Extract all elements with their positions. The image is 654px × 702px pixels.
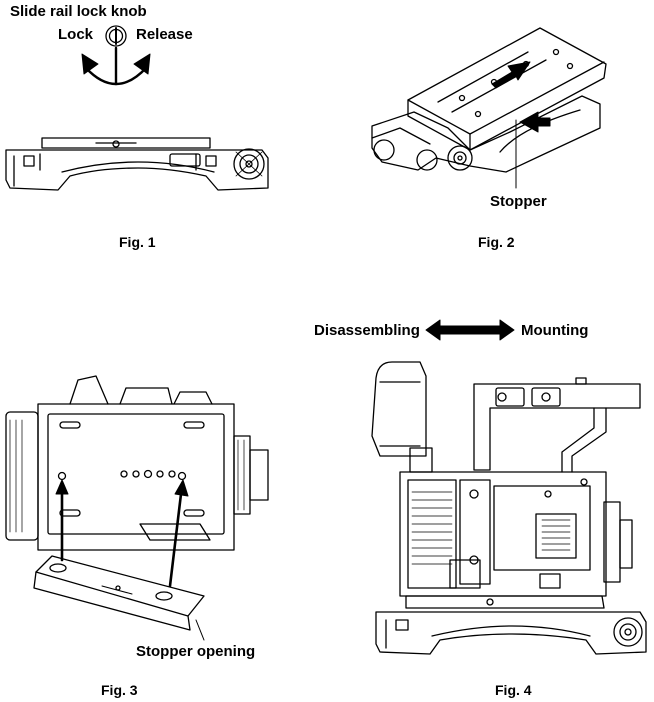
fig4-illustration	[371, 319, 647, 655]
tripod-plate-side-view	[5, 137, 269, 191]
fig3-illustration	[5, 375, 269, 641]
lock-label: Lock	[58, 26, 94, 43]
stopper-label: Stopper	[490, 193, 547, 210]
fig3-caption: Fig. 3	[101, 682, 138, 698]
slide-direction-arrow-icon	[491, 61, 531, 89]
release-label: Release	[136, 26, 193, 43]
lock-release-arrows-icon	[81, 46, 151, 86]
lock-knob-icon	[105, 25, 127, 47]
fig4-caption: Fig. 4	[495, 682, 532, 698]
fig2-caption: Fig. 2	[478, 234, 515, 250]
stopper-opening-label: Stopper opening	[136, 643, 256, 660]
rosette-icon	[447, 145, 473, 171]
slide-rail-lock-knob-label: Slide rail lock knob	[10, 3, 147, 20]
fig1-caption: Fig. 1	[119, 234, 156, 250]
push-stopper-arrow-icon	[519, 111, 551, 133]
rosette-icon	[613, 617, 643, 647]
fig1-illustration	[5, 25, 269, 191]
disassembling-label: Disassembling	[314, 322, 420, 339]
disassemble-mount-double-arrow-icon	[425, 319, 515, 341]
rosette-icon	[233, 148, 265, 180]
mounting-label: Mounting	[521, 322, 589, 339]
mounting-arrows-icon	[60, 490, 183, 588]
fig2-illustration	[371, 27, 607, 189]
